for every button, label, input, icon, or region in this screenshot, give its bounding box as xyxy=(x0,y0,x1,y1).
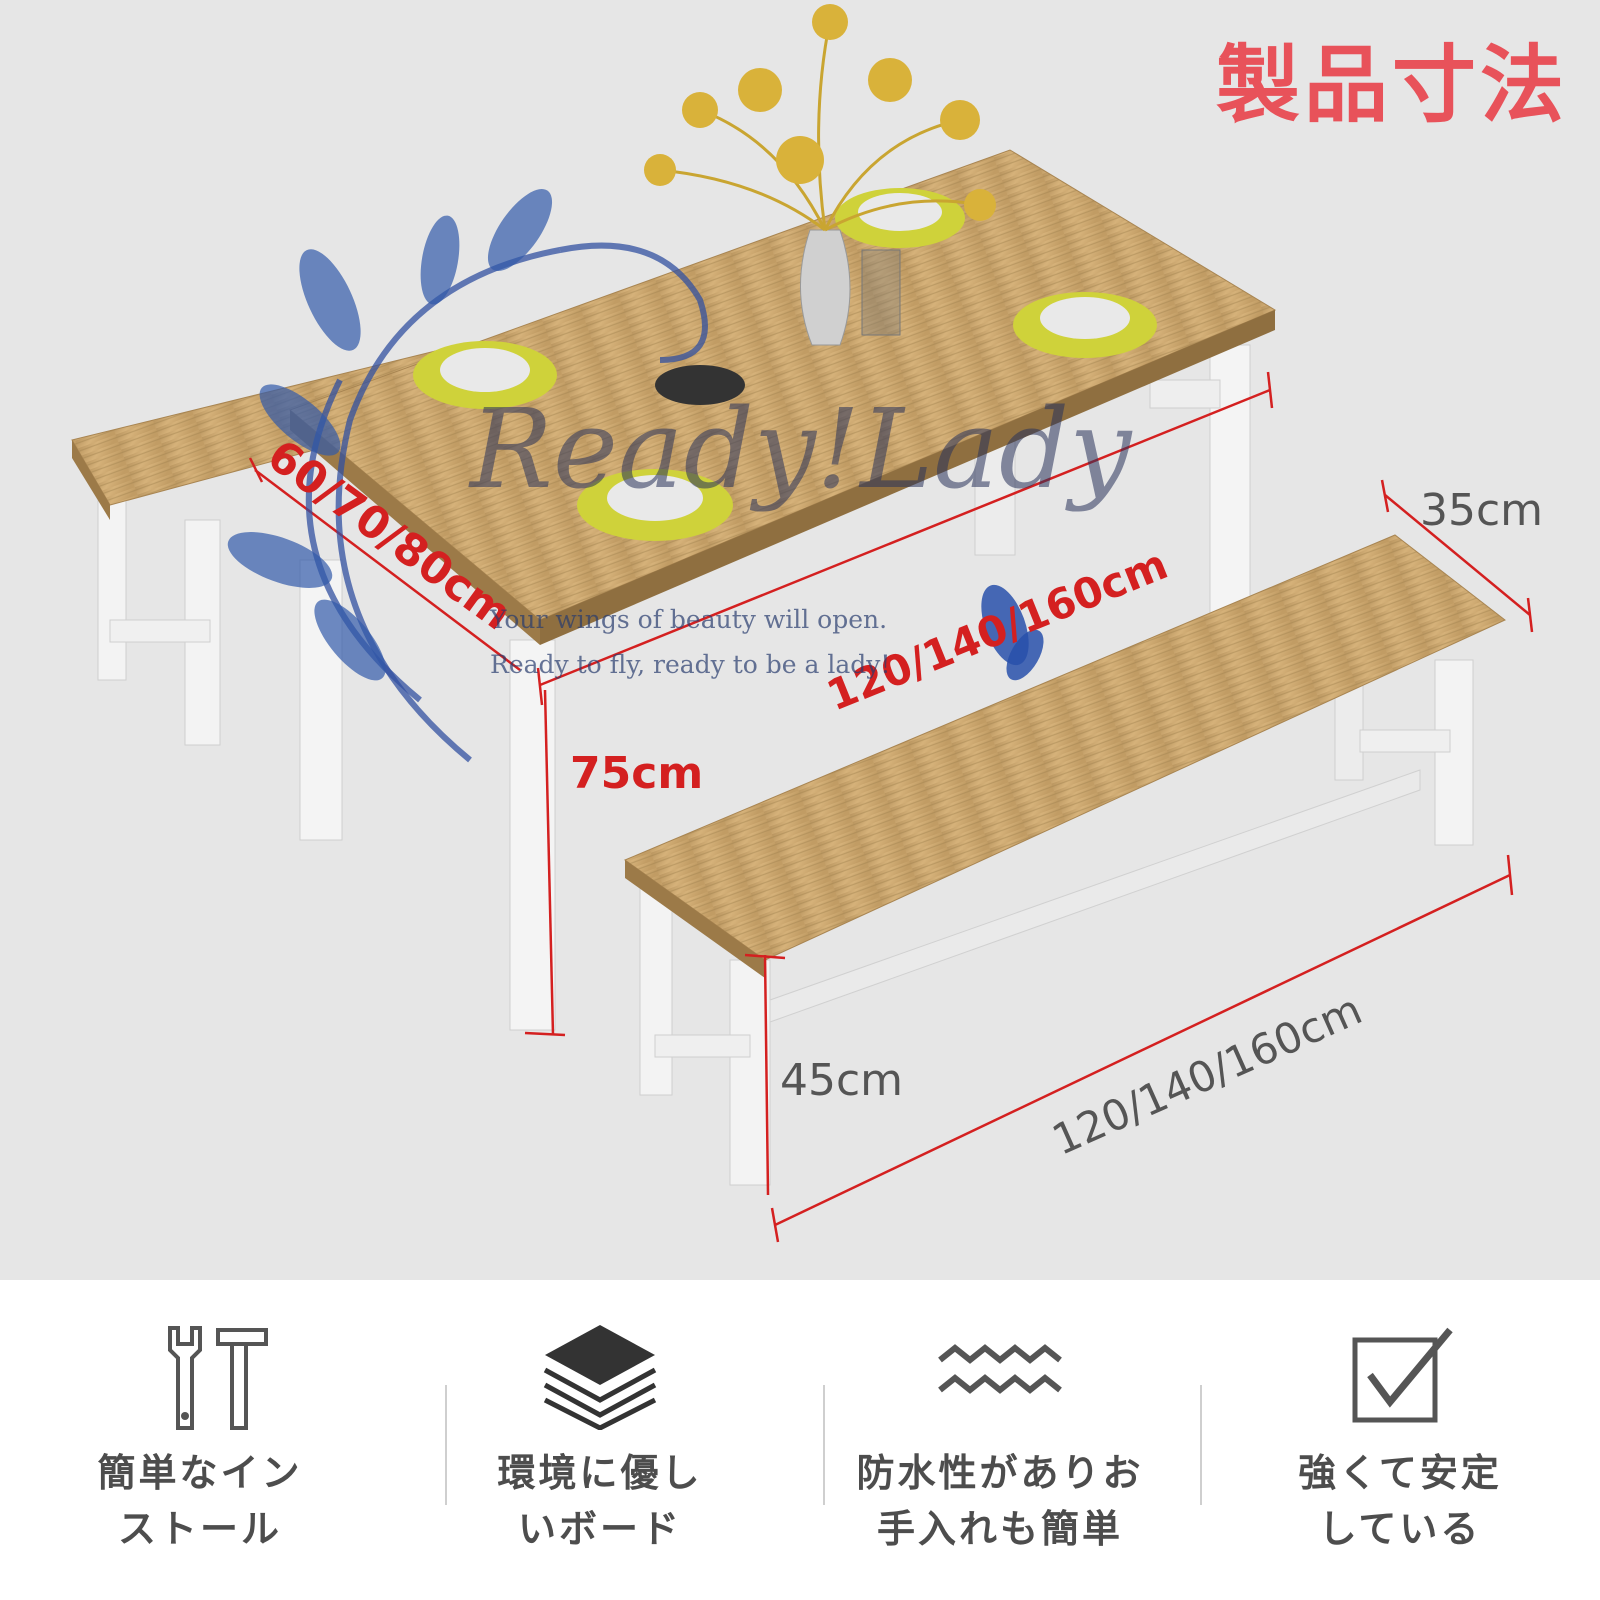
feature-divider xyxy=(1200,1385,1202,1505)
furniture-illustration xyxy=(71,4,1534,1243)
dining-table xyxy=(289,149,1277,1031)
feature-label-line1: 環境に優し xyxy=(497,1451,703,1495)
watermark-brand: Ready!Lady xyxy=(470,385,1132,513)
feature-label-line2: ストール xyxy=(117,1507,282,1551)
feature-list: 簡単なイン ストール 環境に優し いボード 防水性がありお 手入れも簡単 xyxy=(0,1280,1600,1600)
bench-height-label: 45cm xyxy=(780,1055,904,1106)
feature-eco-board: 環境に優し いボード xyxy=(400,1280,800,1600)
feature-label-line2: 手入れも簡単 xyxy=(876,1507,1123,1551)
dimension-lines xyxy=(248,371,1534,1243)
table-height-label: 75cm xyxy=(570,748,704,799)
feature-waterproof: 防水性がありお 手入れも簡単 xyxy=(800,1280,1200,1600)
bench-depth-label: 35cm xyxy=(1420,485,1544,536)
tools-icon xyxy=(168,1326,268,1430)
feature-label-line2: している xyxy=(1318,1507,1482,1551)
page-title: 製品寸法 xyxy=(1215,36,1568,134)
feature-label-line1: 防水性がありお xyxy=(856,1451,1144,1495)
feature-stable: 強くて安定 している xyxy=(1200,1280,1600,1600)
feature-label-line1: 簡単なイン xyxy=(97,1451,303,1495)
checkbox-icon xyxy=(1352,1327,1453,1423)
feature-label-line2: いボード xyxy=(517,1507,682,1551)
front-bench xyxy=(623,534,1506,1186)
leaf-watermark xyxy=(227,189,553,681)
feature-label-line1: 強くて安定 xyxy=(1298,1451,1502,1495)
watermark-line-2: Ready to fly, ready to be a lady! xyxy=(490,650,891,679)
watermark-line-1: Your wings of beauty will open. xyxy=(490,605,888,634)
table-setting xyxy=(413,4,1157,541)
waves-icon xyxy=(938,1344,1062,1394)
feature-easy-install: 簡単なイン ストール xyxy=(0,1280,400,1600)
product-scene: 製品寸法 60/70/80cm 120/140/160cm 75cm 35cm … xyxy=(0,0,1600,1280)
feature-divider xyxy=(823,1385,825,1505)
layers-icon xyxy=(543,1325,657,1430)
feature-divider xyxy=(445,1385,447,1505)
butterfly-icon xyxy=(981,584,1044,681)
